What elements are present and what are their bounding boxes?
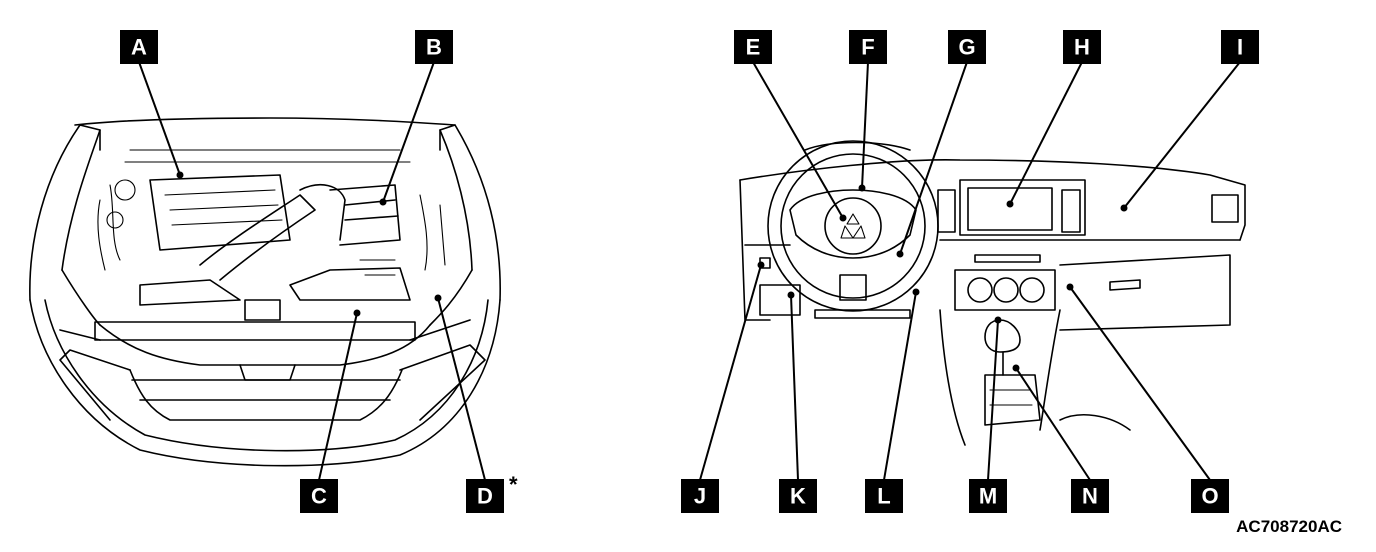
label-j-text: J [694,484,706,509]
label-n: N [1071,479,1109,513]
label-o: O [1191,479,1229,513]
label-n-text: N [1082,484,1098,509]
label-e: E [734,30,772,64]
label-k: K [779,479,817,513]
label-c: C [300,479,338,513]
label-o-text: O [1201,484,1218,509]
label-d-text: D [477,484,493,509]
asterisk-mark: * [509,472,518,497]
label-g-text: G [958,35,975,60]
label-m: M [969,479,1007,513]
label-i-text: I [1237,35,1243,60]
label-g: G [948,30,986,64]
label-l-text: L [877,484,890,509]
label-d: D [466,479,504,513]
leader-lines [138,61,1241,481]
label-b: B [415,30,453,64]
label-k-text: K [790,484,806,509]
label-b-text: B [426,35,442,60]
dashboard-illustration [739,140,1246,446]
label-a: A [120,30,158,64]
label-h: H [1063,30,1101,64]
figure-code: AC708720AC [1236,517,1342,536]
engine-bay-illustration [29,117,501,467]
label-m-text: M [979,484,997,509]
label-l: L [865,479,903,513]
label-h-text: H [1074,35,1090,60]
label-a-text: A [131,35,147,60]
label-f-text: F [861,35,874,60]
label-j: J [681,479,719,513]
label-f: F [849,30,887,64]
label-i: I [1221,30,1259,64]
label-c-text: C [311,484,327,509]
callout-dots [176,171,1128,372]
label-e-text: E [746,35,761,60]
